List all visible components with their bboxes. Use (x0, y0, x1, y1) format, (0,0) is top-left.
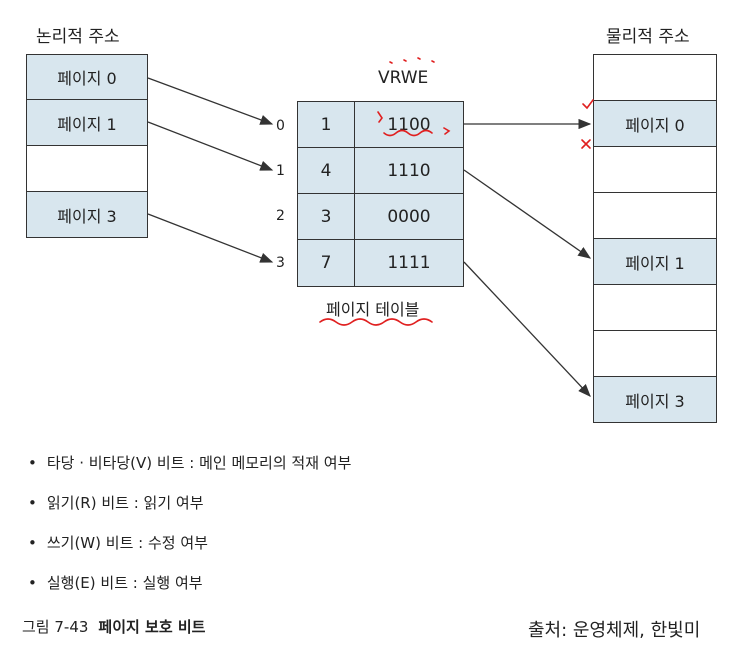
red-underline-caption (319, 318, 433, 326)
vrwe-header: VRWE (378, 68, 429, 88)
red-scribble-bits (383, 129, 433, 137)
logical-page-1: 페이지 1 (26, 99, 148, 146)
table-frame-0: 1 (297, 101, 355, 148)
red-dot-2 (403, 59, 407, 62)
frame-4: 페이지 1 (593, 238, 717, 285)
table-index-1: 1 (276, 163, 285, 179)
bullet-write-bit: •쓰기(W) 비트 : 수정 여부 (28, 534, 208, 552)
table-index-3: 3 (276, 255, 285, 271)
bullet-read-bit: •읽기(R) 비트 : 읽기 여부 (28, 494, 204, 512)
table-index-0: 0 (276, 118, 285, 134)
table-index-2: 2 (276, 208, 285, 224)
red-mark-bits (443, 127, 451, 135)
frame-7: 페이지 3 (593, 376, 717, 423)
arrow-row3-to-frame7 (463, 261, 591, 397)
table-frame-3: 7 (297, 239, 355, 287)
red-cross (581, 139, 591, 149)
arrow-logical0-to-index0 (147, 77, 274, 125)
arrow-logical1-to-index1 (147, 121, 274, 171)
bullet-valid-bit: •타당 · 비타당(V) 비트 : 메인 메모리의 적재 여부 (28, 454, 352, 472)
source-text: 출처: 운영체제, 한빛미 (528, 620, 701, 641)
frame-1: 페이지 0 (593, 100, 717, 147)
red-tick-bits (377, 111, 383, 123)
red-annotations (319, 57, 594, 326)
table-bits-2: 0000 (354, 193, 464, 240)
arrow-row1-to-frame4 (463, 169, 592, 259)
red-dot-1 (389, 61, 393, 64)
figure-caption: 그림 7-43 페이지 보호 비트 (22, 616, 205, 637)
figure-number: 그림 7-43 (22, 618, 89, 636)
page-table-caption: 페이지 테이블 (326, 300, 420, 319)
red-dot-4 (431, 60, 435, 63)
table-bits-3: 1111 (354, 239, 464, 287)
logical-page-3: 페이지 3 (26, 191, 148, 238)
table-bits-1: 1110 (354, 147, 464, 194)
red-check (582, 99, 594, 110)
figure-title: 페이지 보호 비트 (98, 618, 206, 636)
red-dot-3 (417, 57, 421, 60)
table-frame-2: 3 (297, 193, 355, 240)
arrow-logical3-to-index3 (147, 213, 274, 263)
logical-address-title: 논리적 주소 (36, 27, 120, 47)
physical-address-title: 물리적 주소 (606, 27, 690, 47)
table-bits-0: 1100 (354, 101, 464, 148)
bullet-execute-bit: •실행(E) 비트 : 실행 여부 (28, 574, 203, 592)
table-frame-1: 4 (297, 147, 355, 194)
